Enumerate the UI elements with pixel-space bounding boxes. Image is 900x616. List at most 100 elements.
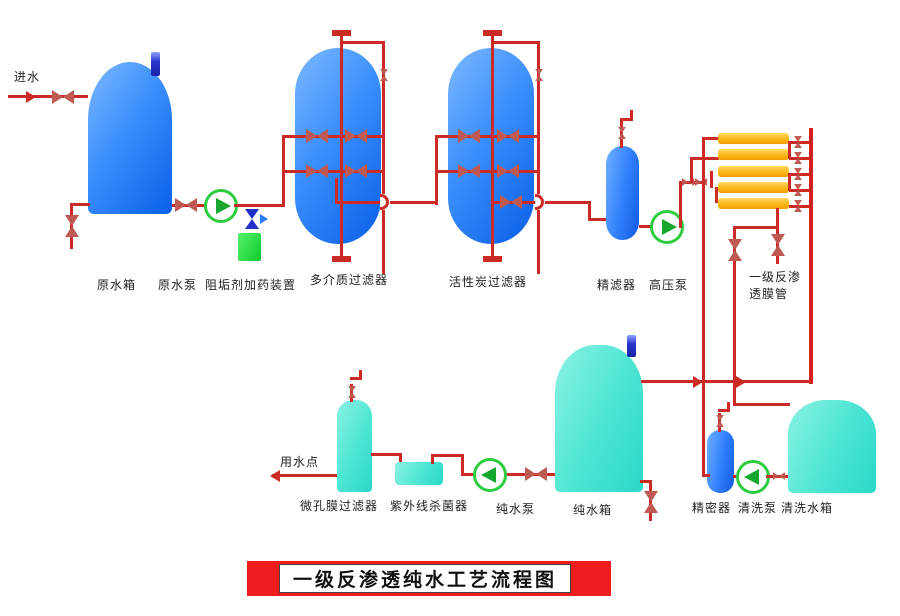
pipe-segment [733, 403, 790, 406]
dosing-chemical-tank [238, 233, 261, 261]
pipe-segment [718, 409, 730, 412]
pump-arrow-icon [480, 467, 496, 483]
drain-valve [644, 491, 658, 513]
hp-pump-label: 高压泵 [649, 278, 689, 292]
ro-membrane-tube [718, 166, 789, 177]
pipe-segment [435, 170, 539, 173]
valve [794, 168, 802, 180]
wash-pump-label: 清洗泵 [738, 501, 778, 515]
pure-pump-label: 纯水泵 [496, 502, 536, 516]
pipe-segment [702, 474, 710, 477]
pipe-segment [461, 473, 555, 476]
pipe-cap [483, 30, 502, 36]
pipe-segment [461, 454, 464, 476]
pipe-segment [390, 201, 437, 204]
pipe-segment [788, 173, 791, 191]
valve [345, 129, 367, 143]
raw-water-pump [204, 189, 238, 223]
pipe-segment [639, 225, 651, 228]
level-sensor-icon [627, 335, 636, 357]
raw-pump-label: 原水泵 [158, 278, 198, 292]
pipe-segment [359, 370, 362, 379]
valve [794, 136, 802, 148]
valve [306, 129, 328, 143]
valve [458, 129, 480, 143]
pipe-segment [690, 158, 693, 183]
pipe-segment [537, 41, 540, 194]
inlet-label: 进水 [14, 70, 41, 84]
valve [525, 467, 547, 481]
pipe-segment [382, 210, 385, 274]
pipe-segment [340, 34, 343, 258]
pipe-segment [537, 210, 540, 274]
pipe-segment [491, 34, 494, 258]
flow-arrow-icon [270, 470, 280, 482]
pipe-segment [335, 178, 338, 204]
pipe-segment [630, 110, 633, 120]
flow-arrow-icon [26, 91, 36, 103]
valve [794, 200, 802, 212]
valve [728, 239, 742, 261]
pure-water-tank [555, 345, 643, 492]
pump-arrow-icon [661, 219, 677, 235]
ro-membrane-tube [718, 182, 789, 193]
pump-arrow-icon [215, 198, 231, 214]
inlet-valve [52, 90, 74, 104]
ro-label-line1: 一级反渗 [749, 270, 802, 284]
valve [694, 178, 708, 186]
pipe-segment [641, 380, 811, 383]
pipe-segment [588, 218, 608, 221]
pipe-segment [545, 201, 590, 204]
valve [380, 69, 388, 81]
pipe-segment [702, 137, 719, 140]
washing-pump [736, 460, 770, 494]
micro-filter-label: 微孔膜过滤器 [300, 499, 379, 513]
pipe-segment [335, 201, 382, 204]
drain-valve [65, 215, 79, 237]
level-sensor-icon [151, 52, 160, 76]
valve [306, 164, 328, 178]
pipe-segment [715, 187, 718, 203]
pipe-segment [435, 135, 539, 138]
valve [345, 164, 367, 178]
flow-arrow-icon [736, 376, 746, 388]
microporous-filter [337, 400, 372, 492]
raw-water-tank [88, 62, 172, 214]
precision-filter-label: 精密器 [692, 501, 732, 515]
flow-arrow-icon [693, 376, 703, 388]
pipe-segment [640, 480, 652, 483]
valve [348, 386, 356, 398]
high-pressure-pump [650, 210, 684, 244]
valve [772, 472, 786, 480]
ro-membrane-tube [718, 133, 789, 144]
pipe-segment [734, 226, 779, 229]
pipe-segment [342, 41, 384, 44]
pipe-segment [776, 208, 779, 229]
valve [535, 69, 543, 81]
dosing-device-label: 阻垢剂加药装置 [205, 278, 297, 292]
valve [794, 152, 802, 164]
valve [497, 164, 519, 178]
pipe-segment [494, 41, 540, 44]
dosing-injector-icon [245, 209, 259, 229]
valve [500, 195, 522, 209]
valve [771, 234, 785, 256]
pipe-segment [733, 226, 736, 406]
pipe-segment [702, 137, 705, 477]
pipe-crossing-icon [535, 194, 544, 210]
wash-tank-label: 清洗水箱 [781, 501, 834, 515]
raw-tank-label: 原水箱 [97, 278, 137, 292]
ro-label-line2: 透膜管 [749, 287, 789, 301]
pipe-segment [431, 454, 464, 457]
valve [794, 184, 802, 196]
ro-membrane-tube [718, 149, 789, 160]
pipe-cap [332, 256, 351, 262]
raw-pump-valve [175, 198, 197, 212]
uv-sterilizer [395, 462, 443, 485]
ac-filter-label: 活性炭过滤器 [449, 275, 528, 289]
pipe-segment [382, 41, 385, 194]
valve [716, 415, 724, 427]
use-point-label: 用水点 [280, 455, 320, 469]
multimedia-filter-vessel [295, 48, 381, 244]
